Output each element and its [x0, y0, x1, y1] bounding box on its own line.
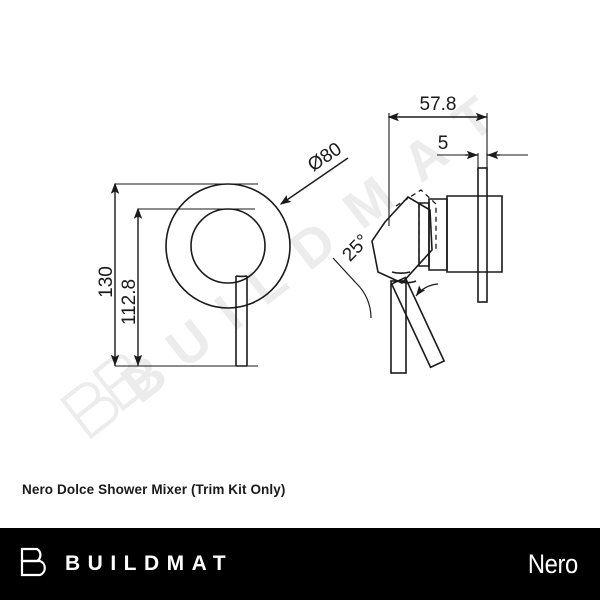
- side-body-cap: [418, 202, 430, 267]
- watermark-letter-m: M: [332, 165, 404, 240]
- watermark-letter-a: A: [391, 122, 459, 193]
- front-view-dimensions: [110, 157, 349, 367]
- dim-label-plate-thickness: 5: [438, 133, 449, 154]
- watermark-letter-i: I: [204, 285, 253, 342]
- front-hub-circle: [190, 208, 266, 284]
- dim-label-overall-depth: 57.8: [420, 94, 457, 115]
- side-view-dimensions: [387, 112, 528, 226]
- side-view: [371, 167, 503, 374]
- side-angle-dimension: [332, 257, 372, 319]
- side-view-dimension-labels: 57.8 5: [420, 94, 457, 154]
- side-body-rear: [446, 195, 503, 273]
- dim-label-overall-height: 130: [96, 266, 117, 298]
- caption-bar: Nero Dolce Shower Mixer (Trim Kit Only): [0, 470, 600, 528]
- side-handle-hidden-edge: [395, 189, 437, 249]
- footer-brand-group: BUILDMAT: [20, 528, 233, 600]
- watermark-letter-u: U: [155, 308, 223, 379]
- nero-wordmark: Nero: [527, 548, 578, 579]
- technical-drawing-svg: B U I L D M A T: [60, 86, 528, 440]
- leader-line-diameter: [279, 157, 349, 205]
- side-lever-tilted-group: [390, 276, 446, 369]
- dim-label-handle-height: 112.8: [119, 279, 140, 325]
- dim-label-plate-diameter: Ø80: [304, 139, 346, 176]
- side-lever-tilted: [390, 276, 446, 369]
- angle-arc: [355, 282, 372, 319]
- buildmat-logo-icon: [20, 547, 54, 582]
- side-wall-plate: [477, 167, 488, 303]
- side-lever-collar-detail: [397, 280, 417, 284]
- side-handle-body: [371, 195, 433, 284]
- footer-bar: BUILDMAT Nero: [0, 528, 600, 600]
- side-rotation-arrow: [415, 283, 439, 297]
- side-lever-vertical: [390, 280, 407, 374]
- front-plate-outer-circle: [165, 183, 291, 309]
- angle-leader-line: [332, 257, 357, 284]
- side-handle-underside-detail: [391, 271, 411, 274]
- technical-drawing-area: B U I L D M A T: [60, 85, 528, 440]
- product-caption: Nero Dolce Shower Mixer (Trim Kit Only): [22, 482, 286, 497]
- rotation-arrow-path: [415, 283, 439, 297]
- buildmat-wordmark: BUILDMAT: [65, 552, 234, 575]
